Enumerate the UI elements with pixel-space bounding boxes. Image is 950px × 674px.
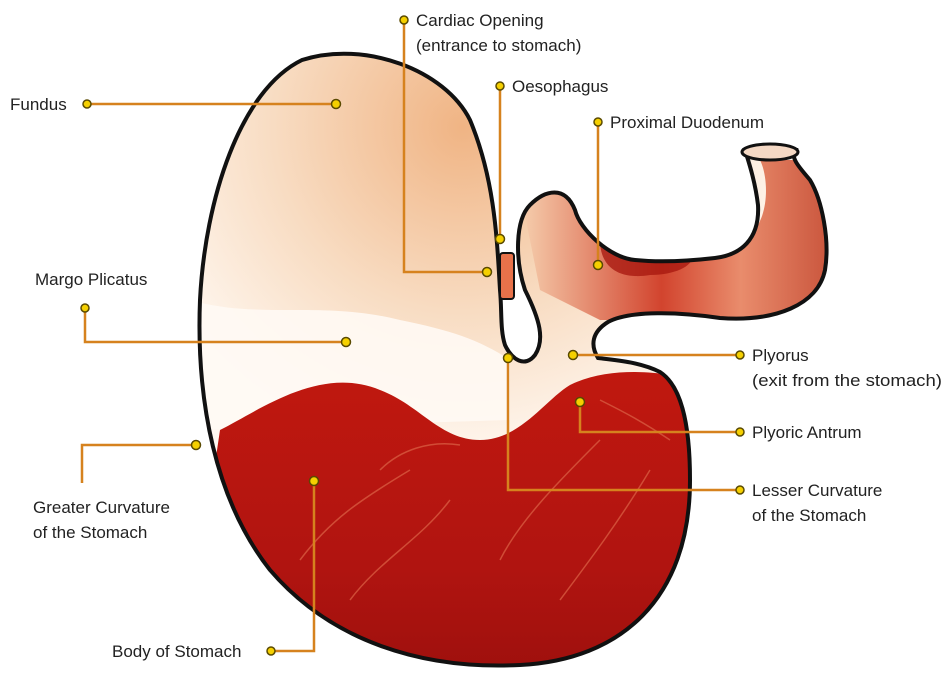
oesophagus-stub — [500, 253, 514, 299]
marker-dot — [267, 647, 275, 655]
label-greater-curvature-2: of the Stomach — [33, 523, 147, 542]
marker-dot — [569, 351, 578, 360]
marker-dot — [736, 486, 744, 494]
label-cardiac-opening: Cardiac Opening — [416, 11, 544, 30]
label-lesser-curvature-1: Lesser Curvature — [752, 481, 882, 500]
marker-dot — [83, 100, 91, 108]
label-margo-plicatus: Margo Plicatus — [35, 270, 147, 289]
marker-dot — [342, 338, 351, 347]
marker-dot — [483, 268, 492, 277]
leader-greater-curvature — [82, 445, 196, 483]
marker-dot — [400, 16, 408, 24]
label-greater-curvature-1: Greater Curvature — [33, 498, 170, 517]
label-proximal-duodenum: Proximal Duodenum — [610, 113, 764, 132]
marker-dot — [192, 441, 201, 450]
marker-dot — [594, 118, 602, 126]
marker-dot — [81, 304, 89, 312]
marker-dot — [496, 235, 505, 244]
marker-dot — [496, 82, 504, 90]
label-body-of-stomach: Body of Stomach — [112, 642, 241, 661]
label-oesophagus: Oesophagus — [512, 77, 608, 96]
label-fundus: Fundus — [10, 95, 67, 114]
marker-dot — [576, 398, 585, 407]
label-plyoric-antrum: Plyoric Antrum — [752, 423, 862, 442]
marker-dot — [504, 354, 513, 363]
marker-dot — [594, 261, 603, 270]
label-plyorus: Plyorus — [752, 346, 809, 365]
duodenum-opening — [742, 144, 798, 160]
label-cardiac-opening-sub: (entrance to stomach) — [416, 36, 581, 55]
marker-dot — [736, 351, 744, 359]
duodenum-body — [520, 160, 835, 320]
marker-dot — [332, 100, 341, 109]
label-lesser-curvature-2: of the Stomach — [752, 506, 866, 525]
marker-dot — [310, 477, 319, 486]
marker-dot — [736, 428, 744, 436]
label-plyorus-sub: (exit from the stomach) — [752, 371, 942, 390]
